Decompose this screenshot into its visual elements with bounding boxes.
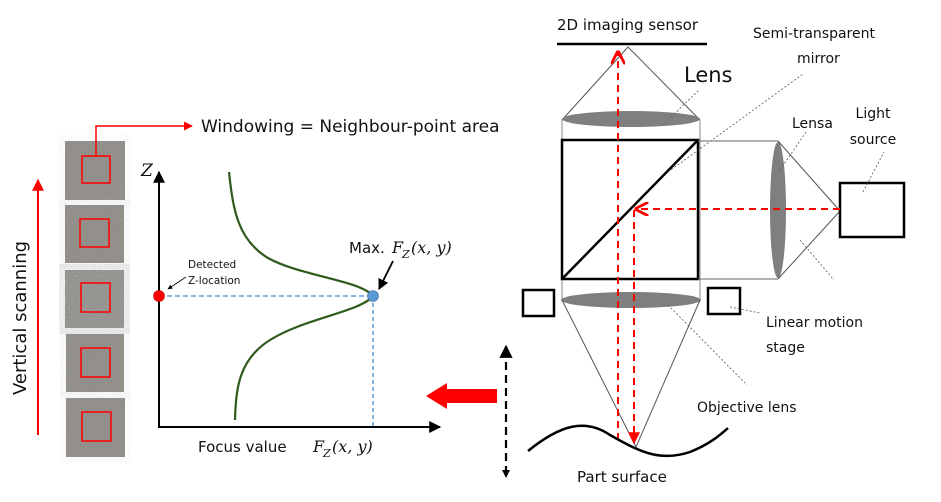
detected-label-line1: Detected: [188, 259, 236, 271]
motion-stage-right: [706, 286, 742, 316]
window-box: [79, 218, 110, 248]
max-label-sub: Z: [401, 248, 410, 261]
light-leader: [862, 151, 885, 193]
stage-leader: [729, 306, 761, 314]
window-box: [80, 347, 111, 378]
image-tile-1: [65, 141, 125, 200]
optics-system: 2D imaging sensor Lens Semi-transparent …: [499, 16, 906, 486]
image-tile-4: [66, 334, 124, 392]
windowing-label: Windowing = Neighbour-point area: [201, 117, 500, 137]
focus-plot: Z Detected Z-location Max. F Z (x, y) Fo…: [140, 161, 452, 460]
light-label-line1: Light: [856, 106, 891, 122]
max-focus-label: Max. F Z (x, y): [349, 238, 452, 261]
vertical-scanning-group: Vertical scanning: [10, 178, 44, 435]
illum-cone-bottom: [777, 210, 841, 280]
stage-label-line2: stage: [766, 340, 805, 356]
x-axis-label: Focus value F Z (x, y): [198, 437, 373, 460]
detected-z-marker: [153, 290, 165, 302]
vertical-scanning-label: Vertical scanning: [10, 241, 31, 395]
lensa-label: Lensa: [792, 116, 833, 132]
image-tile-5: [66, 398, 125, 457]
image-tile-3: [65, 270, 124, 328]
semi-transparent-mirror: [561, 139, 699, 280]
window-box: [81, 411, 112, 442]
window-box: [80, 282, 111, 313]
detected-pointer: [167, 276, 187, 290]
x-axis-label-math: F: [312, 437, 325, 456]
detected-label-line2: Z-location: [188, 275, 240, 287]
process-flow-arrow: [426, 383, 497, 409]
lens-label: Lens: [684, 63, 733, 87]
sensor-label: 2D imaging sensor: [557, 16, 699, 34]
mirror-label-line1: Semi-transparent: [753, 26, 875, 42]
windowing-callout-arrow: [95, 121, 193, 156]
objective-label: Objective lens: [697, 400, 797, 416]
z-axis-label: Z: [140, 161, 154, 181]
x-axis-label-sub: Z: [322, 447, 331, 460]
light-label-line2: source: [850, 132, 897, 148]
light-source: [838, 181, 906, 239]
image-tile-2: [65, 205, 124, 263]
scan-direction-arrow-tip: [502, 470, 510, 478]
x-axis-label-args: (x, y): [332, 437, 373, 456]
max-label-args: (x, y): [411, 238, 452, 257]
stage-label-line1: Linear motion: [766, 315, 863, 331]
part-surface: [527, 424, 729, 458]
max-focus-marker: [367, 290, 379, 302]
x-axis-label-text: Focus value: [198, 438, 287, 456]
objective-lens: [561, 292, 701, 308]
max-label-math: F: [391, 238, 404, 257]
beam-splitter-cube: [560, 138, 700, 281]
sensor-cone: [561, 46, 701, 121]
max-label-text: Max.: [349, 239, 385, 257]
lens-leader: [670, 89, 700, 118]
illum-leader: [799, 239, 835, 281]
illum-cone-top: [777, 140, 841, 212]
mirror-label-line2: mirror: [797, 51, 840, 67]
motion-stage-left: [521, 288, 556, 318]
objective-leader: [667, 304, 748, 386]
max-pointer: [378, 260, 394, 290]
objective-cone: [561, 299, 701, 449]
tube-lens: [562, 111, 700, 127]
image-stack: [65, 141, 125, 457]
surface-label: Part surface: [577, 468, 667, 486]
